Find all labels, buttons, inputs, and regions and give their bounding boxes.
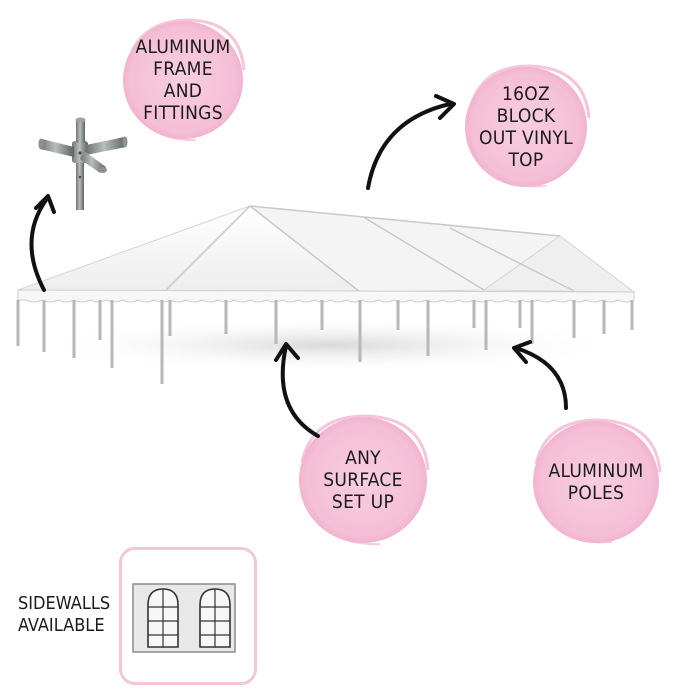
- callout-frame-and-fittings: ALUMINUM FRAME AND FITTINGS: [135, 36, 231, 124]
- curved-arrow-icon: [366, 102, 452, 190]
- callout-vinyl-top: 16OZ BLOCK OUT VINYL TOP: [479, 83, 573, 171]
- curved-arrow-icon: [29, 198, 48, 292]
- bubble-poles-bg: [533, 418, 662, 544]
- aluminum-fitting-icon: [38, 117, 128, 210]
- curved-arrow-icon: [514, 346, 568, 410]
- callout-any-surface: ANY SURFACE SET UP: [323, 447, 403, 513]
- sidewall-window-icon: [132, 583, 236, 653]
- bubble-surface-bg: [299, 414, 430, 546]
- sidewalls-label: SIDEWALLS AVAILABLE: [18, 593, 111, 636]
- tent-rafters: [159, 205, 575, 297]
- tent-shadow: [30, 317, 630, 373]
- curved-arrow-icon: [280, 344, 320, 438]
- bubble-frame-bg: [123, 18, 246, 142]
- tent-roof-right: [482, 235, 636, 293]
- bubble-vinyl-bg: [465, 64, 591, 188]
- callout-aluminum-poles: ALUMINUM POLES: [548, 460, 644, 504]
- tent-valance: [17, 289, 635, 303]
- tent-poles: [16, 300, 634, 384]
